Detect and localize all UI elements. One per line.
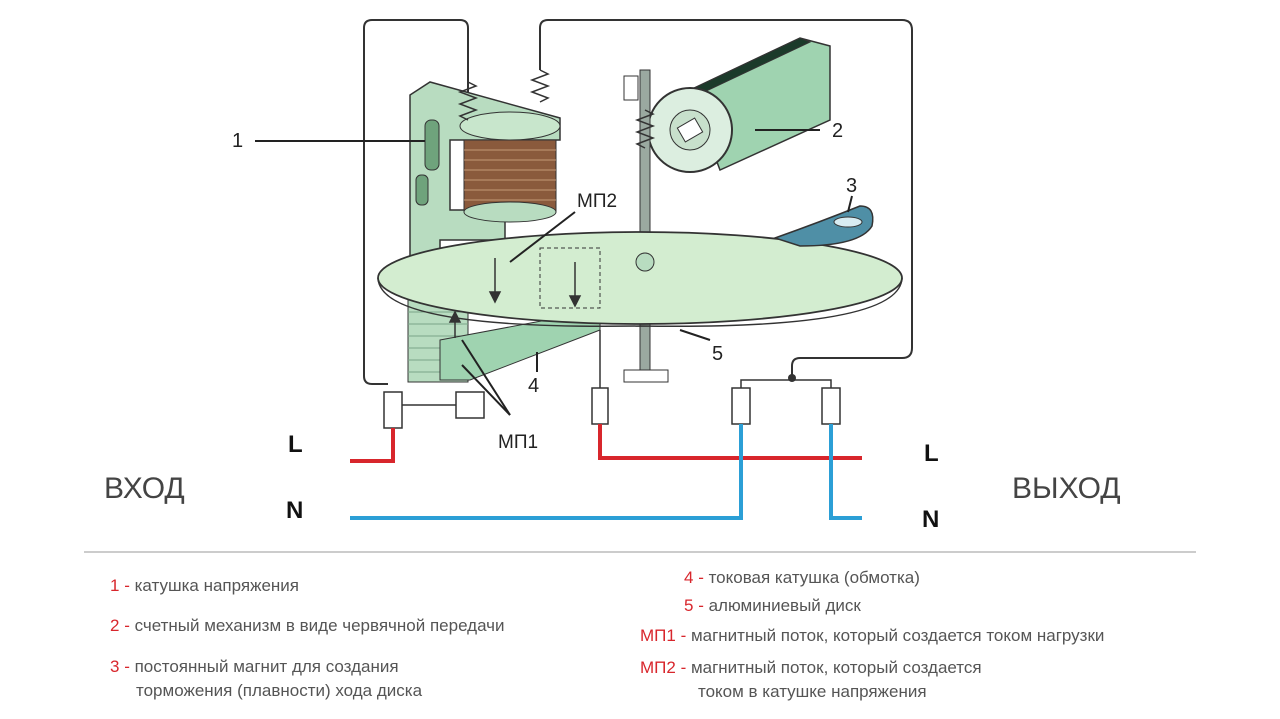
legend-item-5: 5 - алюминиевый диск xyxy=(684,594,861,618)
legend-sep: - xyxy=(119,576,135,595)
legend-text-cont: током в катушке напряжения xyxy=(698,682,927,701)
legend-text: токовая катушка (обмотка) xyxy=(708,568,920,587)
flux-arrows xyxy=(448,258,582,338)
output-label: ВЫХОД xyxy=(1012,472,1121,505)
legend-number: 5 xyxy=(684,596,694,615)
label-4: 4 xyxy=(528,375,539,397)
terminal-3 xyxy=(731,387,751,425)
legend-text: магнитный поток, который создается током… xyxy=(690,626,1105,645)
legend-number: МП2 xyxy=(640,658,676,677)
shaft-bearing-top xyxy=(623,75,639,101)
worm-gear xyxy=(634,109,656,149)
phase-in-wire xyxy=(350,428,395,463)
label-3: 3 xyxy=(846,175,857,197)
coil-top xyxy=(459,111,561,141)
disk-edge xyxy=(377,277,903,328)
legend-sep: - xyxy=(693,568,709,587)
legend-sep: - xyxy=(675,626,691,645)
label-5: 5 xyxy=(712,343,723,365)
legend-number: МП1 xyxy=(640,626,676,645)
terminal-4 xyxy=(821,387,841,425)
legend-number: 4 xyxy=(684,568,694,587)
mp2-dashed-core xyxy=(539,247,601,309)
label-2: 2 xyxy=(832,120,843,142)
permanent-magnet xyxy=(772,205,874,247)
wires xyxy=(350,424,862,520)
magnet-slot xyxy=(833,216,863,228)
input-label: ВХОД xyxy=(104,472,185,505)
neutral-out-wire xyxy=(829,424,862,520)
terminal-2 xyxy=(591,387,609,425)
spring-left xyxy=(457,81,479,121)
terminal-1 xyxy=(383,391,403,429)
leader-lines xyxy=(255,129,853,416)
label-mp1: МП1 xyxy=(498,432,538,453)
legend-text: катушка напряжения xyxy=(134,576,300,595)
label-1: 1 xyxy=(232,130,243,152)
neutral-out-label: N xyxy=(922,506,939,533)
voltage-coil-wire-right xyxy=(539,19,913,378)
legend-text: счетный механизм в виде червячной переда… xyxy=(134,616,505,635)
phase-out-wire xyxy=(598,424,862,460)
disk-hub xyxy=(635,252,655,272)
legend-text: магнитный поток, который создается xyxy=(690,658,982,677)
neutral-bridge xyxy=(740,379,832,388)
legend-item-mp1: МП1 - магнитный поток, который создается… xyxy=(640,624,1104,648)
neutral-in-label: N xyxy=(286,497,303,524)
legend-text: постоянный магнит для создания xyxy=(134,657,399,676)
legend-number: 1 xyxy=(110,576,120,595)
legend-sep: - xyxy=(693,596,709,615)
terminal-aux xyxy=(455,391,485,419)
legend-sep: - xyxy=(119,616,135,635)
phase-out-label: L xyxy=(924,440,939,467)
spring-right xyxy=(529,69,551,103)
legend-item-mp2: МП2 - магнитный поток, который создается… xyxy=(640,656,982,704)
legend-item-4: 4 - токовая катушка (обмотка) xyxy=(684,566,920,590)
legend-sep: - xyxy=(119,657,135,676)
coil-bottom xyxy=(463,201,557,223)
counter-mechanism xyxy=(647,37,831,173)
legend-text: алюминиевый диск xyxy=(708,596,861,615)
label-mp2: МП2 xyxy=(577,191,617,212)
legend-item-3: 3 - постоянный магнит для создания тормо… xyxy=(110,655,422,703)
legend-number: 3 xyxy=(110,657,120,676)
legend-sep: - xyxy=(675,658,691,677)
voltage-coil-wire xyxy=(363,19,469,385)
coil-windings xyxy=(464,149,556,201)
neutral-in-wire xyxy=(350,424,743,520)
voltage-coil xyxy=(463,139,557,213)
core-slot-2 xyxy=(415,174,429,206)
legend-text-cont: торможения (плавности) хода диска xyxy=(136,681,423,700)
phase-in-label: L xyxy=(288,431,303,458)
junction-dot xyxy=(788,374,796,382)
legend-item-1: 1 - катушка напряжения xyxy=(110,574,299,598)
legend-item-2: 2 - счетный механизм в виде червячной пе… xyxy=(110,614,505,638)
core-slot xyxy=(424,119,440,171)
shaft-bearing-base xyxy=(623,369,669,383)
legend-number: 2 xyxy=(110,616,120,635)
